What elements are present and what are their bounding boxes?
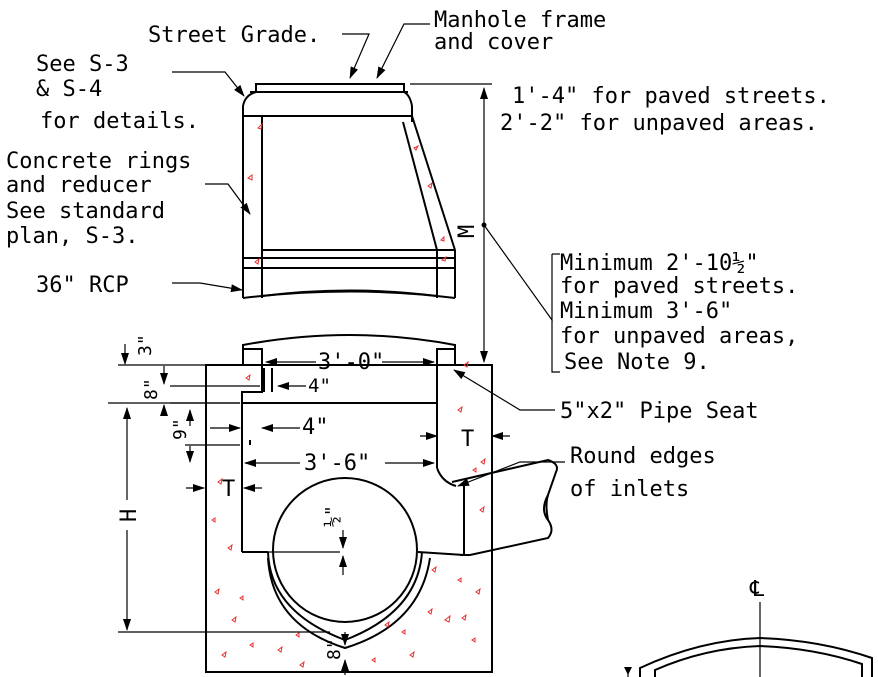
minimum-note-3: Minimum 3'-6"	[560, 299, 732, 324]
pipe-seat-label: 5"x2" Pipe Seat	[560, 399, 759, 424]
minimum-note-4: for unpaved areas,	[560, 324, 798, 349]
minimum-note-1: Minimum 2'-10½"	[560, 251, 759, 276]
concrete-rings-label-4: plan, S-3.	[6, 224, 138, 249]
dim-half-label: ½"	[322, 505, 343, 527]
manhole-frame-label-2: and cover	[434, 30, 553, 55]
h-dimension-label: H	[117, 509, 142, 522]
unpaved-dimension-label: 2'-2" for unpaved areas.	[500, 111, 818, 136]
dim-3-6-label: 3'-6"	[304, 451, 370, 476]
concrete-rings-label-1: Concrete rings	[6, 149, 191, 174]
concrete-aggregate	[211, 122, 486, 668]
inlet-pipe	[436, 458, 558, 556]
minimum-note-2: for paved streets.	[560, 274, 798, 299]
dimension-lines	[108, 23, 565, 675]
outlet-pipe-circle	[267, 477, 465, 650]
round-edges-label-2: of inlets	[570, 477, 689, 502]
dim-8-top-label: 8"	[141, 378, 162, 400]
dim-9-label: 9"	[170, 418, 191, 440]
manhole-frame-cover	[242, 83, 413, 117]
manhole-frame-label-1: Manhole frame	[434, 8, 606, 33]
dim-4-top-label: 4"	[308, 375, 331, 397]
dim-3-label: 3"	[135, 334, 156, 356]
paved-dimension-label: 1'-4" for paved streets.	[512, 84, 830, 109]
see-s3-label-3: for details.	[40, 109, 199, 134]
t-right-label: T	[461, 427, 474, 452]
rcp-label: 36" RCP	[36, 273, 129, 298]
minimum-note-5: See Note 9.	[564, 350, 710, 375]
centerline-symbol: ℄	[749, 577, 765, 602]
partial-detail-view	[624, 602, 873, 677]
concrete-rings-reducer	[242, 115, 456, 299]
see-s3-label-2: & S-4	[36, 77, 102, 102]
round-edges-label-1: Round edges	[570, 444, 716, 469]
t-left-label: T	[222, 477, 235, 502]
dim-4-mid-label: 4"	[302, 415, 329, 440]
concrete-rings-label-3: See standard	[6, 199, 165, 224]
see-s3-label-1: See S-3	[36, 52, 129, 77]
street-grade-label: Street Grade.	[148, 23, 320, 48]
concrete-rings-label-2: and reducer	[6, 173, 152, 198]
dim-3-0-label: 3'-0"	[318, 350, 384, 375]
dim-8-bot-label: 8"	[324, 638, 345, 660]
m-dimension-label: M	[455, 225, 480, 238]
manhole-base	[205, 348, 493, 673]
